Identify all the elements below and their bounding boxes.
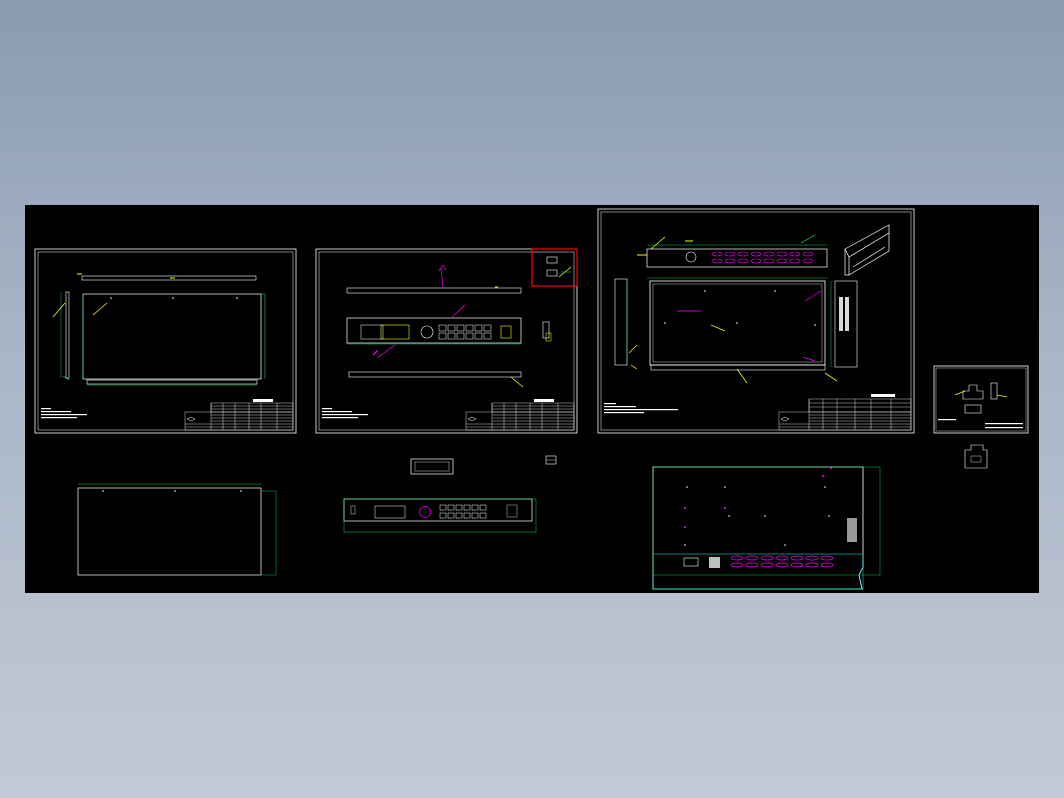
loose-view-handle[interactable] bbox=[410, 455, 557, 475]
loose-view-bracket[interactable] bbox=[964, 444, 988, 469]
drawing-sheet-3[interactable] bbox=[597, 208, 915, 434]
loose-view-rear-panel[interactable] bbox=[652, 466, 881, 590]
drawing-sheet-4[interactable] bbox=[933, 365, 1029, 434]
loose-view-front-panel[interactable] bbox=[343, 498, 537, 533]
loose-view-plate[interactable] bbox=[77, 483, 277, 576]
drawing-sheet-1[interactable] bbox=[34, 248, 297, 434]
drawing-sheet-2[interactable] bbox=[315, 248, 578, 434]
cad-model-space[interactable] bbox=[25, 205, 1039, 593]
